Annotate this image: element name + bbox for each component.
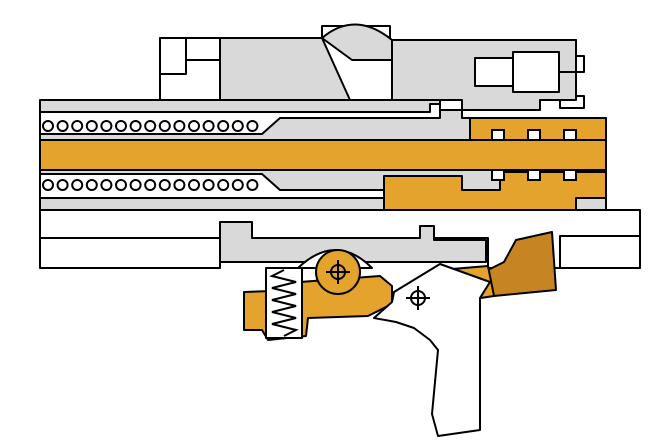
spring-coil — [173, 179, 186, 191]
pivot-pin-sear — [326, 260, 350, 284]
spring-coil — [217, 120, 230, 132]
spring-coil — [158, 120, 171, 132]
spring-coil — [85, 179, 98, 191]
spring-coil — [115, 179, 127, 191]
spring-coil — [71, 120, 84, 132]
trigger — [373, 263, 491, 437]
spring-coil — [56, 120, 69, 132]
spring-coil — [231, 179, 244, 191]
spring-coil — [85, 120, 98, 132]
spring-coil — [115, 120, 127, 132]
spring-coil — [173, 120, 186, 132]
pivot-pin-trigger — [406, 286, 430, 310]
spring-coil — [144, 120, 157, 132]
spring-coil — [202, 179, 215, 191]
receiver-housing — [159, 23, 585, 111]
spring-coil — [188, 120, 200, 132]
spring-coil — [100, 120, 113, 132]
spring-coil — [144, 179, 157, 191]
spring-coil — [129, 179, 142, 191]
spring-coil — [188, 179, 200, 191]
recoil-spring-lower — [42, 179, 259, 191]
spring-coil — [42, 120, 54, 132]
spring-coil — [129, 120, 142, 132]
recoil-spring-upper — [42, 120, 259, 132]
spring-coil — [231, 120, 244, 132]
spring-coil — [246, 120, 259, 132]
spring-coil — [158, 179, 171, 191]
barrel — [39, 139, 607, 171]
spring-coil — [246, 179, 259, 191]
spring-coil — [100, 179, 113, 191]
spring-coil — [71, 179, 84, 191]
spring-coil — [56, 179, 69, 191]
spring-coil — [217, 179, 230, 191]
spring-coil — [202, 120, 215, 132]
spring-coil — [42, 179, 54, 191]
trigger-spring — [265, 267, 303, 339]
